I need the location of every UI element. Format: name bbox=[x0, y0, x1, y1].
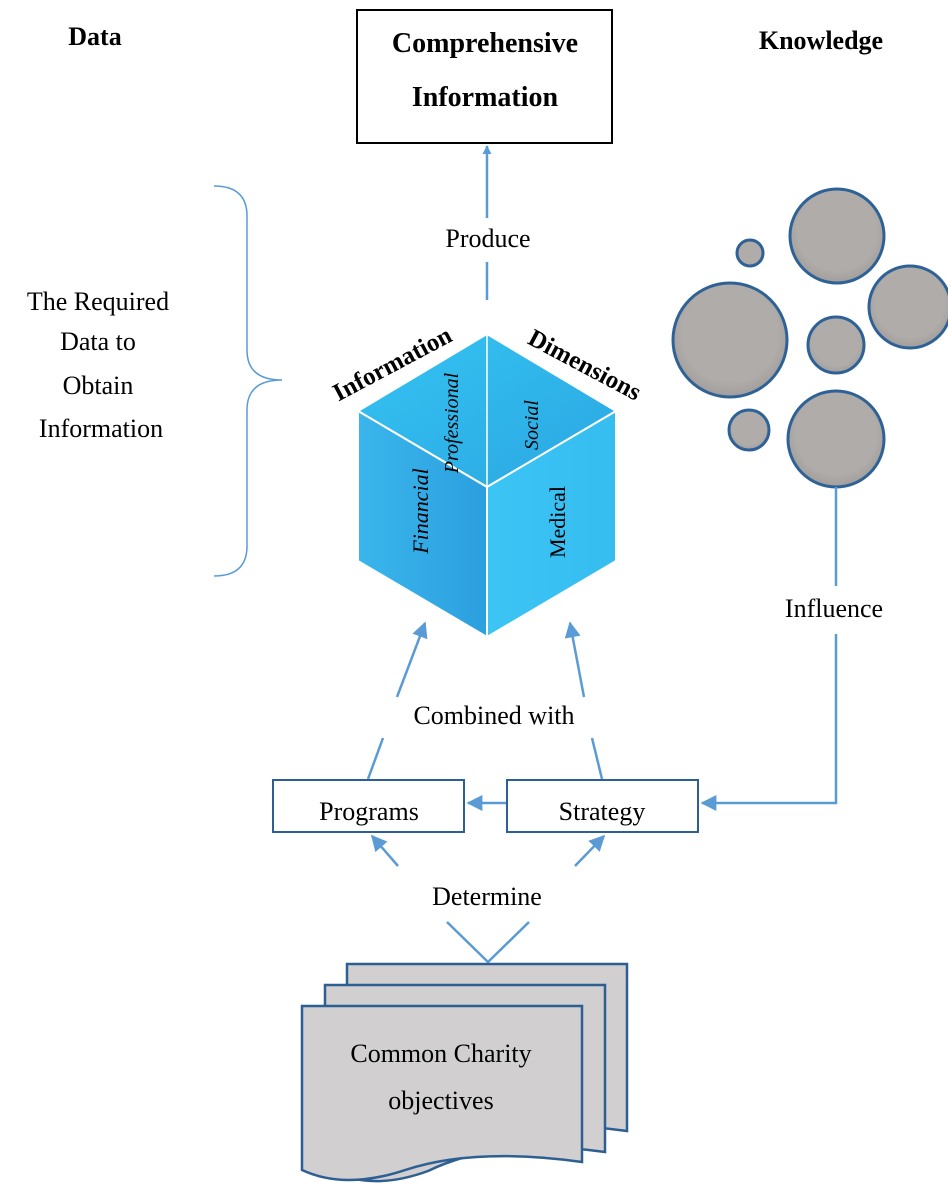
cube-face-medical: Medical bbox=[545, 486, 570, 558]
influence-label: Influence bbox=[785, 594, 883, 623]
objectives-document-stack: Common Charity objectives bbox=[300, 962, 629, 1183]
programs-box: Programs bbox=[272, 779, 465, 833]
determine-arrows bbox=[370, 834, 606, 964]
required-data-line2: Data to bbox=[60, 327, 136, 356]
information-dimensions-cube: Financial Professional Social Medical In… bbox=[329, 322, 646, 639]
comprehensive-information-box: Comprehensive Information bbox=[356, 9, 613, 144]
strategy-label: Strategy bbox=[559, 797, 646, 826]
required-data-line3: Obtain bbox=[63, 371, 134, 400]
knowledge-circle bbox=[735, 238, 765, 268]
cube-face-financial: Financial bbox=[408, 468, 433, 555]
comprehensive-information-line2: Information bbox=[412, 82, 559, 113]
knowledge-header: Knowledge bbox=[759, 26, 883, 55]
knowledge-circle bbox=[867, 264, 948, 350]
determine-label: Determine bbox=[432, 882, 542, 911]
strategy-box: Strategy bbox=[506, 779, 699, 833]
required-data-text: The Required Data to Obtain Information bbox=[27, 287, 169, 443]
influence-connector bbox=[700, 487, 838, 811]
knowledge-circle bbox=[806, 315, 866, 375]
comprehensive-information-line1: Comprehensive bbox=[392, 28, 578, 59]
combined-with-label: Combined with bbox=[413, 701, 574, 730]
programs-label: Programs bbox=[319, 797, 419, 826]
required-data-brace bbox=[213, 185, 283, 577]
required-data-line1: The Required bbox=[27, 287, 169, 316]
data-header: Data bbox=[68, 22, 121, 51]
combined-with-arrows bbox=[366, 621, 604, 780]
objectives-line2: objectives bbox=[388, 1086, 493, 1115]
required-data-line4: Information bbox=[39, 414, 163, 443]
objectives-line1: Common Charity bbox=[350, 1039, 531, 1068]
cube-face-social: Social bbox=[521, 400, 543, 450]
knowledge-circles bbox=[671, 187, 948, 489]
produce-label: Produce bbox=[445, 224, 530, 253]
knowledge-circle bbox=[671, 281, 789, 399]
knowledge-circle bbox=[786, 389, 886, 489]
knowledge-circle bbox=[788, 187, 886, 285]
knowledge-circle bbox=[727, 408, 771, 452]
cube-face-professional: Professional bbox=[441, 372, 463, 474]
